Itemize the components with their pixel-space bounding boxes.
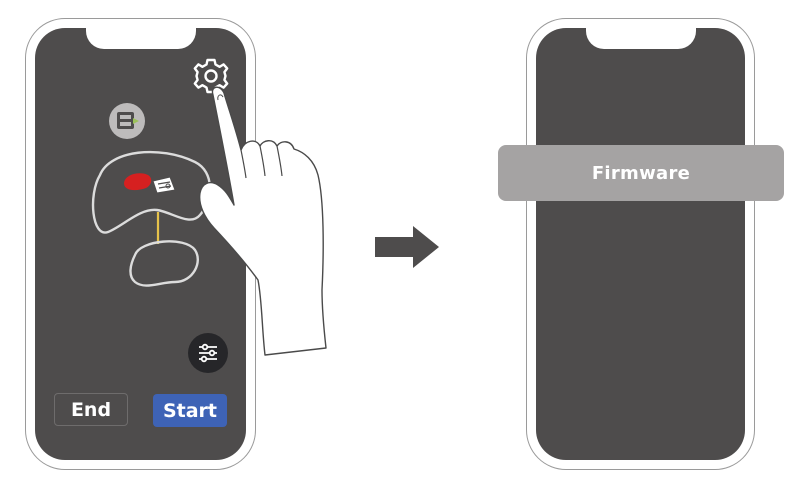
- robot-mower-icon: [153, 177, 175, 193]
- no-go-zone: [124, 173, 151, 190]
- gear-icon[interactable]: [195, 60, 227, 92]
- firmware-menu-item[interactable]: Firmware: [498, 145, 784, 201]
- sliders-icon[interactable]: [188, 333, 228, 373]
- map-thumbnail-icon[interactable]: [109, 103, 145, 139]
- right-arrow-icon: [375, 226, 441, 268]
- end-button[interactable]: End: [54, 393, 128, 426]
- pointing-hand-icon: [200, 87, 326, 355]
- start-button[interactable]: Start: [153, 394, 227, 427]
- lawn-zone-main: [93, 152, 210, 233]
- lawn-zone-secondary: [130, 241, 197, 285]
